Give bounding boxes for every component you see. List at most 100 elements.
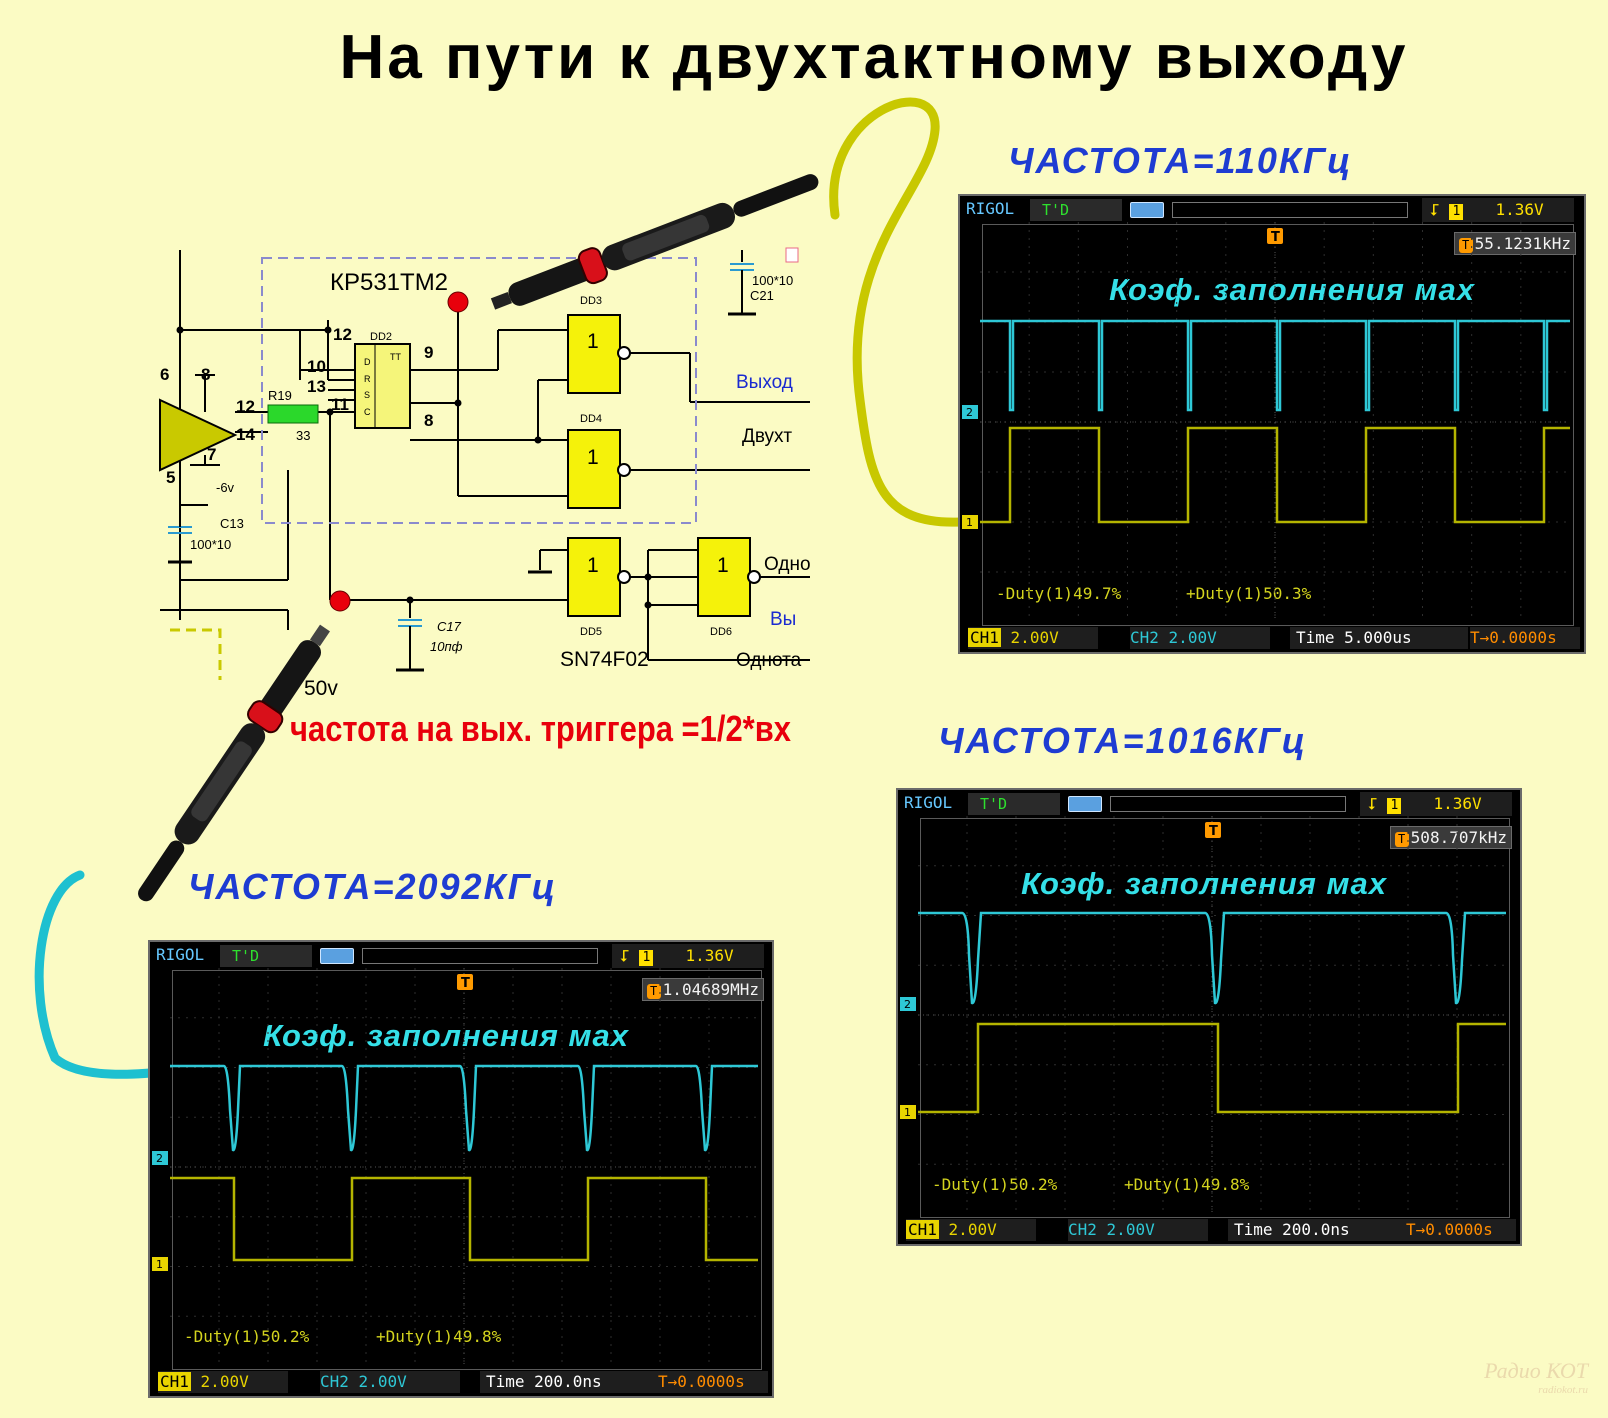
svg-text:SN74F02: SN74F02: [560, 648, 649, 671]
trigger-frequency-caption: частота на вых. триггера =1/2*вх: [290, 708, 791, 749]
timebase: Time 200.0ns: [1228, 1219, 1406, 1241]
memory-depth-bar: [362, 948, 598, 964]
pos-duty-readout: +Duty(1)49.8%: [1124, 1175, 1250, 1194]
battery-icon: [1068, 796, 1102, 812]
svg-text:10пф: 10пф: [430, 639, 463, 654]
battery-icon: [1130, 202, 1164, 218]
svg-text:DD5: DD5: [580, 626, 602, 638]
waveform-grid: [172, 970, 762, 1370]
svg-text:11: 11: [331, 395, 349, 414]
svg-text:Выход: Выход: [736, 372, 793, 393]
svg-text:R19: R19: [268, 388, 292, 403]
svg-text:DD6: DD6: [710, 626, 732, 638]
ch2-scale: CH2 2.00V: [1130, 627, 1270, 649]
waveform-grid: [920, 818, 1510, 1218]
svg-text:DD4: DD4: [580, 413, 602, 425]
freq-heading-2092k: ЧАСТОТА=2092КГц: [188, 866, 558, 907]
ch2-scale: CH2 2.00V: [1068, 1219, 1208, 1241]
svg-text:C: C: [364, 407, 371, 417]
svg-text:C13: C13: [220, 516, 244, 531]
svg-text:100*10: 100*10: [190, 537, 231, 552]
svg-text:Двухт: Двухт: [742, 426, 792, 447]
gate-dd3: [567, 314, 621, 394]
duty-cycle-caption: Коэф. заполнения мах: [1109, 272, 1475, 307]
dd2-label: DD2: [370, 331, 392, 343]
trigger-offset: T→0.0000s: [658, 1371, 768, 1393]
svg-text:9: 9: [424, 343, 433, 362]
svg-text:C21: C21: [750, 288, 774, 303]
battery-icon: [320, 948, 354, 964]
timebase: Time 5.000us: [1290, 627, 1468, 649]
svg-text:8: 8: [201, 365, 210, 384]
probe-point-output: [447, 291, 469, 313]
cyan-probe-cable: [34, 870, 183, 1079]
svg-text:1: 1: [587, 330, 599, 353]
brand-label: RIGOL: [966, 199, 1015, 218]
svg-text:10: 10: [307, 357, 326, 376]
svg-text:Однота: Однота: [736, 650, 802, 671]
neg-duty-readout: -Duty(1)50.2%: [184, 1327, 310, 1346]
gate-dd4: [567, 429, 621, 509]
trigger-edge-icon: ⮦: [620, 946, 630, 965]
trigger-dd2: [354, 343, 411, 429]
neg-duty-readout: -Duty(1)50.2%: [932, 1175, 1058, 1194]
neg-duty-readout: -Duty(1)49.7%: [996, 584, 1122, 603]
dd2-type: TT: [390, 352, 401, 362]
probe-point-input: [329, 590, 351, 612]
ch1-scale: CH1 2.00V: [158, 1371, 288, 1393]
ch1-scale: CH1 2.00V: [968, 627, 1098, 649]
page-title: На пути к двухтактному выходу: [339, 23, 1409, 92]
resistor-r19: [267, 404, 319, 424]
svg-text:6: 6: [160, 365, 169, 384]
yellow-probe-cable: [829, 97, 965, 527]
waveform-grid: [982, 224, 1574, 626]
top-probe: [490, 174, 819, 310]
ic-label: КР531ТМ2: [330, 269, 448, 296]
pos-duty-readout: +Duty(1)50.3%: [1186, 584, 1312, 603]
run-status: T'D: [968, 793, 1060, 815]
svg-text:8: 8: [424, 411, 433, 430]
svg-text:Одно: Одно: [764, 554, 811, 575]
svg-text:Вы: Вы: [770, 609, 796, 630]
svg-text:13: 13: [307, 377, 326, 396]
trigger-edge-icon: ⮦: [1368, 794, 1378, 813]
svg-text:7: 7: [207, 445, 216, 464]
svg-text:12: 12: [333, 325, 352, 344]
memory-depth-bar: [1110, 796, 1346, 812]
svg-text:R: R: [364, 374, 371, 384]
duty-cycle-caption: Коэф. заполнения мах: [263, 1018, 629, 1053]
svg-text:100*10: 100*10: [752, 273, 793, 288]
freq-heading-110k: ЧАСТОТА=110КГц: [1008, 140, 1353, 181]
svg-text:S: S: [364, 390, 370, 400]
svg-text:5: 5: [166, 468, 175, 487]
svg-text:D: D: [364, 357, 371, 367]
circuit-schematic: КР531ТМ2 DD2 TT D R S C 12 10 13 11 9 8 …: [159, 247, 811, 700]
svg-text:-6v: -6v: [216, 480, 235, 495]
trigger-edge-icon: ⮦: [1430, 200, 1440, 219]
ch1-scale: CH1 2.00V: [906, 1219, 1036, 1241]
svg-text:1: 1: [717, 554, 729, 577]
site-watermark: Радио КОТ radiokot.ru: [1484, 1358, 1588, 1396]
svg-text:12: 12: [236, 397, 255, 416]
freq-heading-1016k: ЧАСТОТА=1016КГц: [938, 720, 1308, 761]
pos-duty-readout: +Duty(1)49.8%: [376, 1327, 502, 1346]
bottom-probe: [138, 624, 330, 902]
svg-text:33: 33: [296, 428, 310, 443]
brand-label: RIGOL: [904, 793, 953, 812]
svg-text:50v: 50v: [304, 677, 338, 700]
duty-cycle-caption: Коэф. заполнения мах: [1021, 866, 1387, 901]
svg-text:14: 14: [236, 425, 255, 444]
svg-text:DD3: DD3: [580, 295, 602, 307]
gate-dd6: [697, 537, 751, 617]
timebase: Time 200.0ns: [480, 1371, 658, 1393]
ch2-scale: CH2 2.00V: [320, 1371, 460, 1393]
trigger-offset: T→0.0000s: [1470, 627, 1580, 649]
